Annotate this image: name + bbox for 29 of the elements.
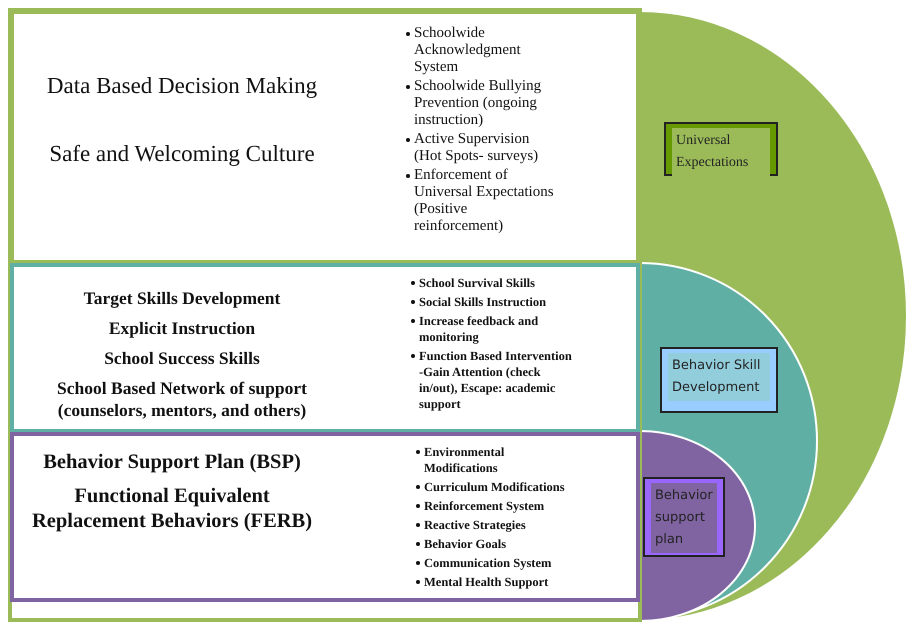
heading-text: Data Based Decision Making	[46, 72, 318, 100]
tier-panel	[10, 263, 640, 433]
tier-panel	[10, 10, 640, 264]
bullet-item: Mental Health Support	[424, 574, 550, 590]
tier-label: Behavior support plan	[643, 477, 725, 557]
heading-text: Target Skills Development	[82, 287, 282, 309]
tier-label: Behavior Skill Development	[660, 347, 778, 413]
heading-text: School Success Skills	[103, 347, 261, 369]
bullet-item: Social Skills Instruction	[419, 294, 548, 310]
bullet-item: Active Supervision (Hot Spots- surveys)	[414, 131, 540, 165]
bullet-item: Reactive Strategies	[424, 517, 527, 533]
bullet-item: School Survival Skills	[419, 275, 536, 291]
heading-text: School Based Network of support (counselors, mentors, and others)	[56, 377, 308, 421]
tier-label: Universal Expectations	[664, 122, 778, 176]
bullet-item: Environmental Modifications	[424, 444, 506, 476]
heading-text: Functional Equivalent Replacement Behaviors (FERB)	[30, 484, 314, 534]
heading-text: Safe and Welcoming Culture	[48, 140, 316, 168]
bullet-item: Reinforcement System	[424, 498, 546, 514]
heading-text: Explicit Instruction	[108, 317, 256, 339]
bullet-item: Communication System	[424, 555, 552, 571]
bullet-item: Function Based Intervention -Gain Attention (check in/out), Escape: academic support	[419, 348, 573, 412]
heading-text: Behavior Support Plan (BSP)	[42, 450, 302, 475]
tier-panel	[10, 432, 640, 602]
bullet-item: Schoolwide Bullying Prevention (ongoing instruction)	[414, 78, 542, 129]
bullet-item: Curriculum Modifications	[424, 479, 566, 495]
bullet-item: Enforcement of Universal Expectations (Positive reinforcement)	[414, 167, 555, 235]
bullet-item: Schoolwide Acknowledgment System	[414, 25, 522, 76]
bullet-item: Increase feedback and monitoring	[419, 313, 540, 345]
bullet-item: Behavior Goals	[424, 536, 508, 552]
